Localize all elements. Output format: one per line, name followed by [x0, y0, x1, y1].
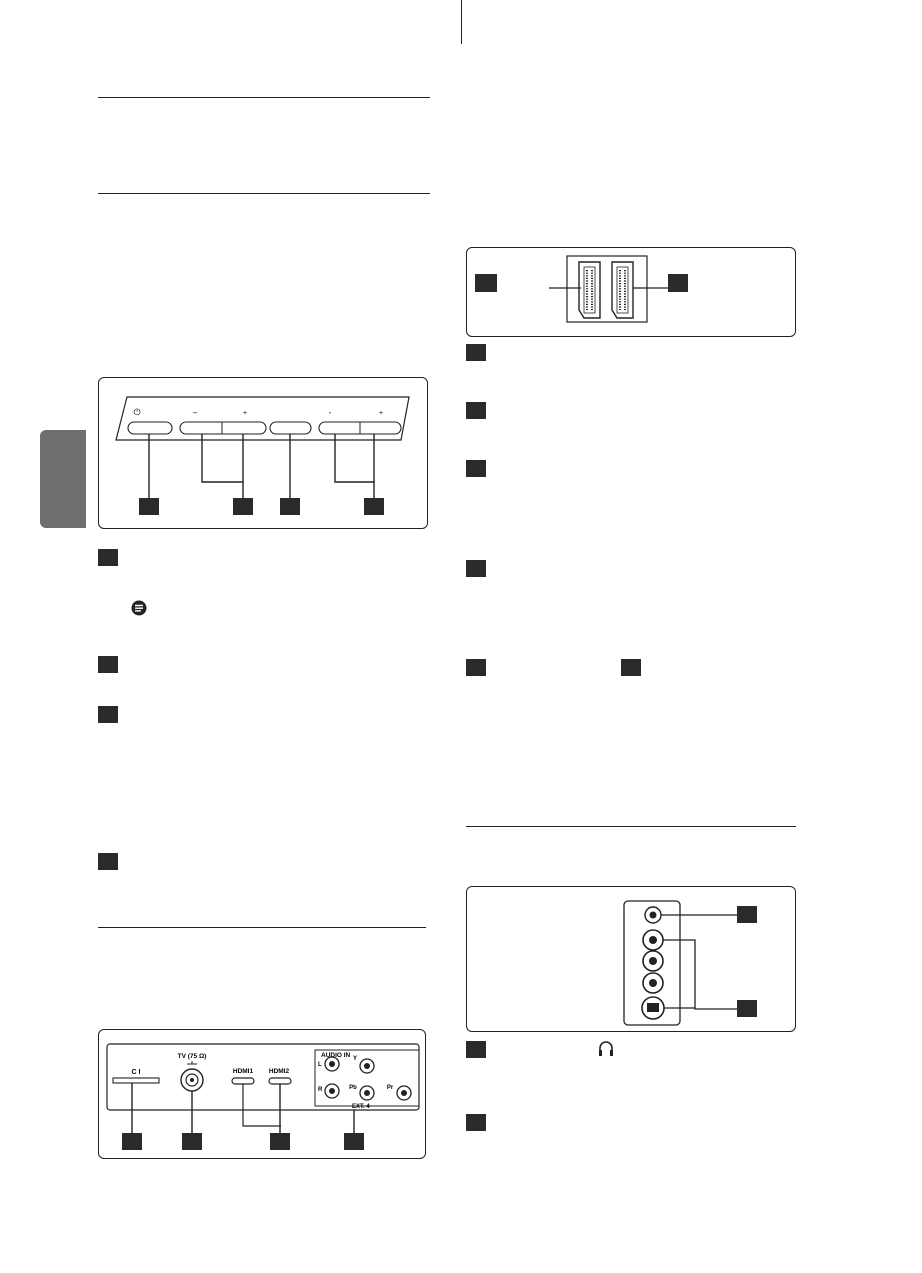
item-marker — [466, 1114, 486, 1131]
hdmi1-label: HDMI1 — [233, 1068, 254, 1075]
antenna-icon — [187, 1061, 197, 1065]
section-rule-4 — [466, 826, 796, 827]
audio-l-socket — [642, 950, 664, 972]
scart-panel — [466, 247, 796, 337]
item-marker — [98, 656, 118, 673]
item-marker — [466, 402, 486, 419]
y-socket — [359, 1058, 375, 1074]
pr-socket — [396, 1085, 412, 1101]
ext4-label: EXT. 4 — [352, 1104, 370, 1110]
pb-label: Pb — [349, 1085, 357, 1091]
ci-slot — [112, 1077, 160, 1084]
ci-label: C I — [132, 1069, 141, 1076]
section-rule-3 — [98, 927, 426, 928]
hdmi2-label: HDMI2 — [269, 1068, 290, 1075]
item-marker — [98, 853, 118, 870]
audio-l-socket — [324, 1056, 340, 1072]
audio-r-label: R — [318, 1087, 323, 1093]
top-controls-panel: ⏻ – + - + — [98, 377, 428, 529]
y-label: Y — [353, 1056, 357, 1062]
av-side-panel — [466, 886, 796, 1032]
section-rule-2 — [98, 193, 430, 194]
hdmi2-port — [268, 1077, 292, 1085]
volume-button — [179, 421, 267, 435]
volume-plus-label: + — [243, 410, 247, 417]
pr-label: Pr — [387, 1085, 394, 1091]
program-plus-label: + — [379, 410, 383, 417]
audio-l-label: L — [318, 1062, 322, 1068]
scart-connector-icon — [578, 261, 601, 319]
top-controls-diagram: ⏻ – + - + — [115, 396, 410, 515]
section-rule-1 — [98, 97, 430, 98]
audio-r-socket — [642, 972, 664, 994]
item-marker — [466, 344, 486, 361]
item-marker-inline — [621, 659, 641, 676]
note-icon — [131, 600, 147, 616]
power-button — [127, 421, 173, 435]
tv-label: TV (75 Ω) — [178, 1053, 207, 1060]
menu-button — [269, 421, 312, 435]
volume-minus-label: – — [193, 408, 198, 417]
item-marker — [98, 549, 118, 566]
pb-socket — [359, 1085, 375, 1101]
hdmi1-port — [231, 1077, 255, 1085]
side-connectors-diagram: C I TV (75 Ω) HDMI1 HDMI2 AUDIO IN L R Y… — [106, 1043, 420, 1150]
item-marker — [466, 560, 486, 577]
power-icon: ⏻ — [133, 407, 140, 417]
scart-connector-icon — [611, 261, 634, 319]
item-marker — [466, 1041, 486, 1058]
page-top-tick — [461, 0, 462, 44]
item-marker — [98, 706, 118, 723]
scart-diagram — [475, 255, 688, 323]
side-connectors-panel: C I TV (75 Ω) HDMI1 HDMI2 AUDIO IN L R Y… — [98, 1029, 426, 1159]
av-side-diagram — [623, 900, 757, 1026]
headphone-icon — [598, 1040, 614, 1057]
language-tab — [40, 430, 86, 528]
program-minus-label: - — [329, 408, 332, 417]
audio-in-label: AUDIO IN — [321, 1052, 351, 1059]
item-marker — [466, 460, 486, 477]
item-marker — [466, 659, 486, 676]
audio-r-socket — [324, 1083, 340, 1099]
